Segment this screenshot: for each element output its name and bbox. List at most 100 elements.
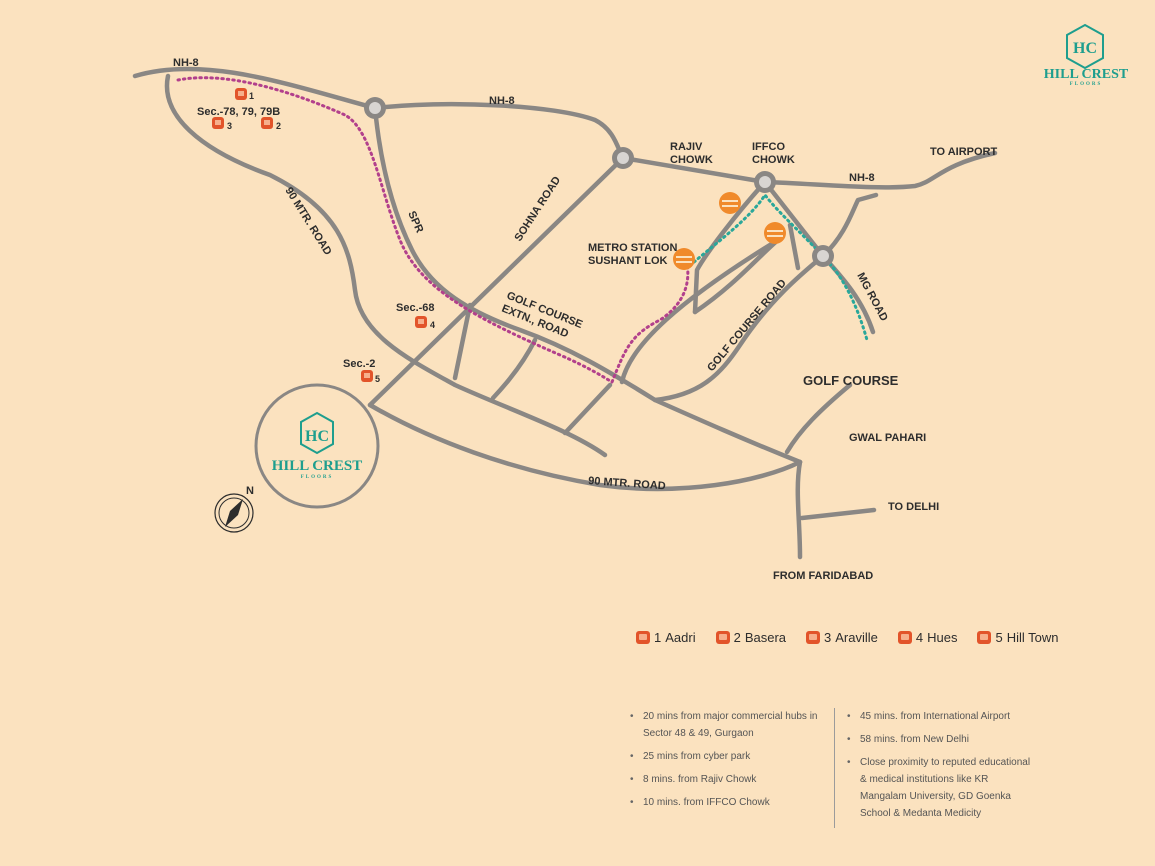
- roundabout-icon: [364, 97, 386, 119]
- hill-crest-monogram: HC: [305, 428, 329, 445]
- logo-monogram: HC: [1073, 40, 1097, 57]
- roundabout-icon: [812, 245, 834, 267]
- pin-label-5: 5: [375, 374, 380, 384]
- pin-label-1: 1: [249, 91, 254, 101]
- fact-item: 25 mins from cyber park: [630, 748, 826, 765]
- road-90-mtr-upper: [164, 73, 608, 458]
- road-nh8-north-loop: [132, 66, 378, 111]
- road-nh8-to-airport: [762, 150, 998, 190]
- legend-item-aadri: 1 Aadri: [636, 630, 696, 645]
- fact-item: 10 mins. from IFFCO Chowk: [630, 794, 826, 811]
- logo-name: HILL CREST: [1044, 67, 1129, 82]
- legend-number: 1: [654, 630, 662, 645]
- label-sec-78: Sec.-78, 79, 79B: [197, 106, 280, 118]
- pin-label-4: 4: [430, 320, 435, 330]
- label-spr: SPR: [405, 209, 425, 235]
- logo-tagline: FLOORS: [1070, 82, 1103, 87]
- metro-station-icon: [719, 192, 741, 214]
- project-pin-icon: 4: [415, 316, 435, 330]
- legend-name: Hill Town: [1006, 630, 1059, 645]
- metro-line-dotted: [692, 192, 869, 342]
- hill-crest-site-marker: HC HILL CREST FLOORS: [254, 383, 380, 509]
- project-pin-icon: 1: [235, 88, 254, 101]
- label-nh8-left: NH-8: [173, 57, 199, 69]
- fact-item: 45 mins. from International Airport: [847, 708, 1037, 725]
- legend-name: Aadri: [665, 630, 696, 645]
- label-90mtr-lower: 90 MTR. ROAD: [588, 475, 666, 492]
- legend-item-araville: 3 Araville: [806, 630, 878, 645]
- route-dotted-purple: [176, 76, 690, 385]
- legend-number: 3: [824, 630, 832, 645]
- label-sec-2: Sec.-2: [343, 358, 375, 370]
- label-golf-course: GOLF COURSE: [803, 373, 899, 388]
- fact-item: Close proximity to reputed educational &…: [847, 754, 1037, 822]
- label-rajiv-chowk-1: RAJIV: [670, 141, 703, 153]
- road-sohna: [367, 155, 626, 408]
- project-pin-icon: [715, 631, 730, 644]
- road-mg-north: [820, 192, 879, 259]
- road-sushant-lok: [619, 237, 781, 385]
- road-connector-3: [562, 382, 613, 436]
- project-pin-icon: 3: [212, 117, 232, 131]
- project-pin-icon: 5: [361, 370, 380, 384]
- project-pin-icon: [897, 631, 912, 644]
- brand-logo: HC HILL CREST FLOORS: [1044, 23, 1129, 87]
- road-90-mtr-lower: [367, 402, 803, 492]
- legend-name: Hues: [927, 630, 958, 645]
- legend-number: 5: [995, 630, 1003, 645]
- label-rajiv-chowk-2: CHOWK: [670, 154, 713, 166]
- legend-item-hill-town: 5 Hill Town: [977, 630, 1059, 645]
- metro-station-icon: [673, 248, 695, 270]
- label-sohna-road: SOHNA ROAD: [512, 174, 563, 243]
- compass-north-label: N: [246, 485, 254, 497]
- project-pin-icon: [806, 631, 821, 644]
- road-nh8-rajiv-to-iffco: [620, 155, 768, 185]
- label-golf-course-road: GOLF COURSE ROAD: [705, 277, 789, 374]
- hill-crest-name: HILL CREST: [272, 458, 362, 474]
- road-iffco-to-mg: [762, 179, 826, 259]
- road-network: [132, 66, 998, 560]
- roundabout-icon: [612, 147, 634, 169]
- road-gwal-pahari: [784, 382, 853, 455]
- legend-name: Basera: [744, 630, 787, 645]
- metro-station-icon: [764, 222, 786, 244]
- legend-name: Araville: [835, 630, 878, 645]
- legend: 1 Aadri 2 Basera 3 Araville 4 Hues 5 Hil…: [636, 630, 1059, 645]
- legend-number: 4: [915, 630, 924, 645]
- legend-item-basera: 2 Basera: [715, 630, 787, 645]
- legend-number: 2: [733, 630, 741, 645]
- label-nh8-mid: NH-8: [489, 95, 515, 107]
- road-mg-connector: [787, 222, 801, 271]
- label-sec-68: Sec.-68: [396, 302, 435, 314]
- road-iffco-south: [692, 179, 768, 315]
- facts-column-right: 45 mins. from International Airport 58 m…: [834, 708, 1045, 828]
- label-from-faridabad: FROM FARIDABAD: [773, 570, 873, 582]
- project-pin-icon: [636, 631, 650, 644]
- pin-label-3: 3: [227, 121, 232, 131]
- road-to-delhi: [799, 507, 877, 521]
- label-iffco-chowk-1: IFFCO: [752, 141, 785, 153]
- roundabout-icon: [754, 171, 776, 193]
- road-connector-1: [452, 302, 473, 381]
- label-gwal-pahari: GWAL PAHARI: [849, 432, 926, 444]
- label-iffco-chowk-2: CHOWK: [752, 154, 795, 166]
- location-facts: 20 mins from major commercial hubs in Se…: [630, 708, 1045, 828]
- compass-icon: N: [214, 485, 254, 533]
- label-nh8-right: NH-8: [849, 172, 875, 184]
- road-golf-course: [652, 253, 826, 403]
- pin-label-2: 2: [276, 121, 281, 131]
- road-connector-2: [490, 337, 538, 401]
- label-metro-1: METRO STATION: [588, 242, 677, 254]
- hill-crest-logo: HC HILL CREST FLOORS: [272, 411, 362, 480]
- road-spr: [372, 105, 803, 465]
- hill-crest-tagline: FLOORS: [301, 475, 334, 480]
- label-to-delhi: TO DELHI: [888, 501, 939, 513]
- legend-item-hues: 4 Hues: [897, 630, 958, 645]
- road-faridabad: [795, 459, 803, 560]
- facts-column-left: 20 mins from major commercial hubs in Se…: [630, 708, 834, 828]
- fact-item: 8 mins. from Rajiv Chowk: [630, 771, 826, 788]
- label-to-airport: TO AIRPORT: [930, 146, 998, 158]
- project-pin-icon: [977, 631, 992, 644]
- project-pin-icon: 2: [261, 117, 281, 131]
